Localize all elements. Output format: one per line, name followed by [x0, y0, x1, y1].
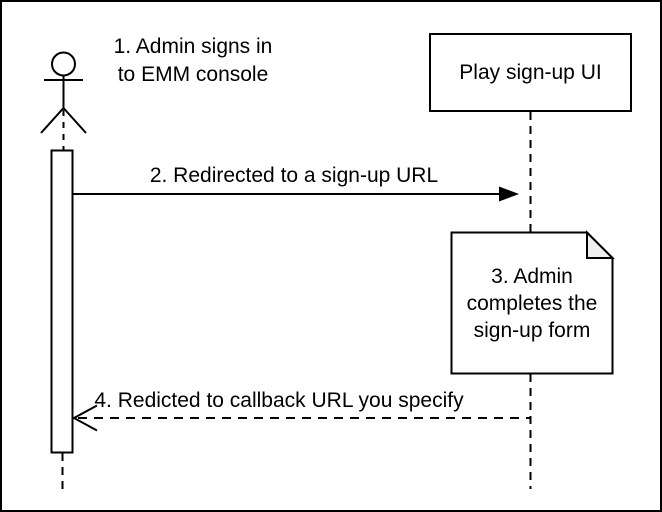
participant-label: Play sign-up UI: [459, 60, 602, 84]
message-4-label: 4. Redicted to callback URL you specify: [94, 389, 464, 412]
message-4-arrow: [71, 404, 530, 432]
message-2-arrowhead: [499, 186, 519, 202]
note-body: [450, 231, 614, 375]
actor-right-leg: [62, 107, 87, 134]
message-2-arrow: [73, 186, 519, 202]
message-2-label: 2. Redirected to a sign-up URL: [149, 164, 439, 187]
message-4-open-arrowhead: [71, 404, 98, 432]
actor-icon: [40, 51, 87, 134]
actor-left-leg: [40, 107, 65, 134]
note-shape: [450, 230, 615, 375]
note-label: 3. Admin completes the sign-up form: [466, 264, 598, 342]
activation-bar: [50, 149, 74, 454]
participant-box-play-sign-up-ui: Play sign-up UI: [429, 33, 632, 112]
note-fold: [586, 230, 615, 259]
actor-head: [51, 51, 76, 77]
message-1-label: 1. Admin signs in to EMM console: [113, 35, 273, 86]
